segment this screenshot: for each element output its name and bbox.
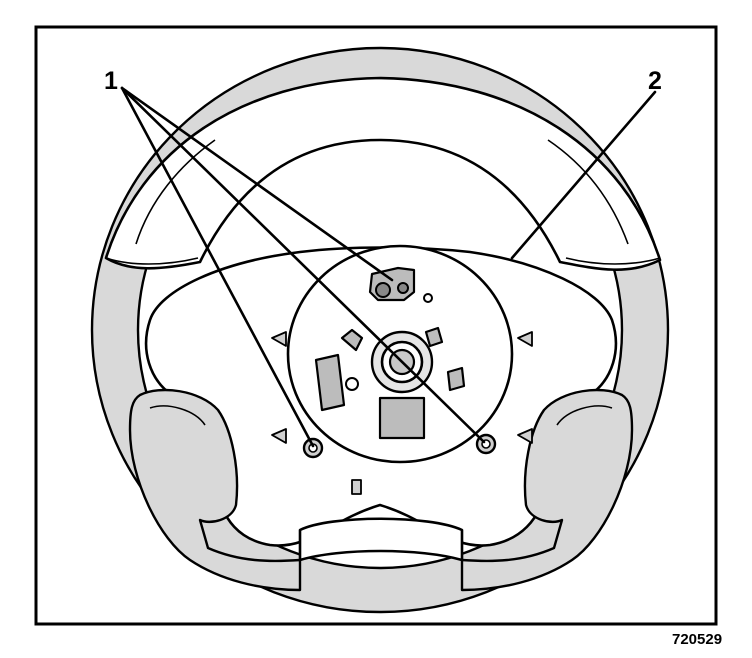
hub-alignment-marks [271, 331, 533, 495]
callout-leader-lines [120, 86, 657, 448]
figure-code: 720529 [672, 631, 722, 648]
callout-1-label: 1 [104, 67, 118, 95]
lower-spoke-grips [128, 388, 634, 592]
callout-2-label: 2 [648, 67, 662, 95]
steering-wheel-hub [144, 244, 618, 547]
figure-border [34, 25, 718, 626]
